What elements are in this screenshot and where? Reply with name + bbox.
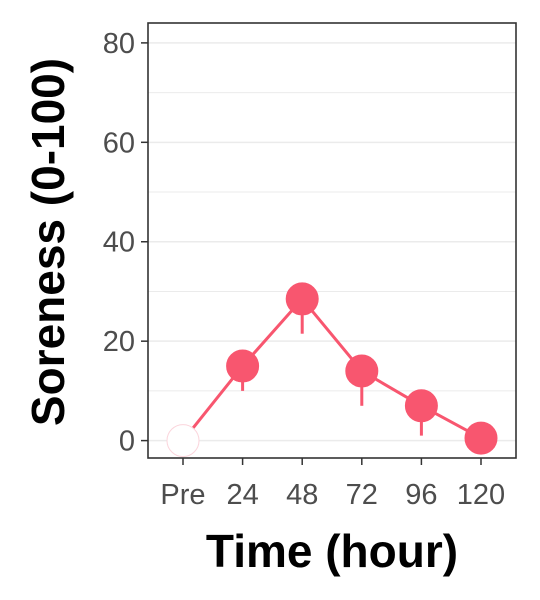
- y-tick-label: 40: [103, 227, 135, 259]
- panel-border: [147, 22, 517, 459]
- x-tick-label: Pre: [160, 479, 205, 511]
- data-point: [166, 424, 200, 458]
- x-tick-label: 96: [405, 479, 437, 511]
- grid-lines: [148, 42, 516, 442]
- x-tick-label: 48: [286, 479, 318, 511]
- data-point: [285, 282, 319, 316]
- data-point: [226, 349, 260, 383]
- y-tick-label: 60: [103, 127, 135, 159]
- data-point: [464, 421, 498, 455]
- y-tick-label: 80: [103, 28, 135, 60]
- x-axis-title: Time (hour): [206, 525, 458, 577]
- y-tick-label: 20: [103, 326, 135, 358]
- data-points: [166, 282, 498, 458]
- data-point: [404, 389, 438, 423]
- error-bars: [241, 298, 423, 436]
- data-point: [345, 354, 379, 388]
- y-axis-title: Soreness (0-100): [22, 58, 74, 426]
- x-tick-label: 72: [346, 479, 378, 511]
- x-tick-label: 120: [457, 479, 505, 511]
- x-tick-label: 24: [226, 479, 258, 511]
- y-tick-label: 0: [119, 426, 135, 458]
